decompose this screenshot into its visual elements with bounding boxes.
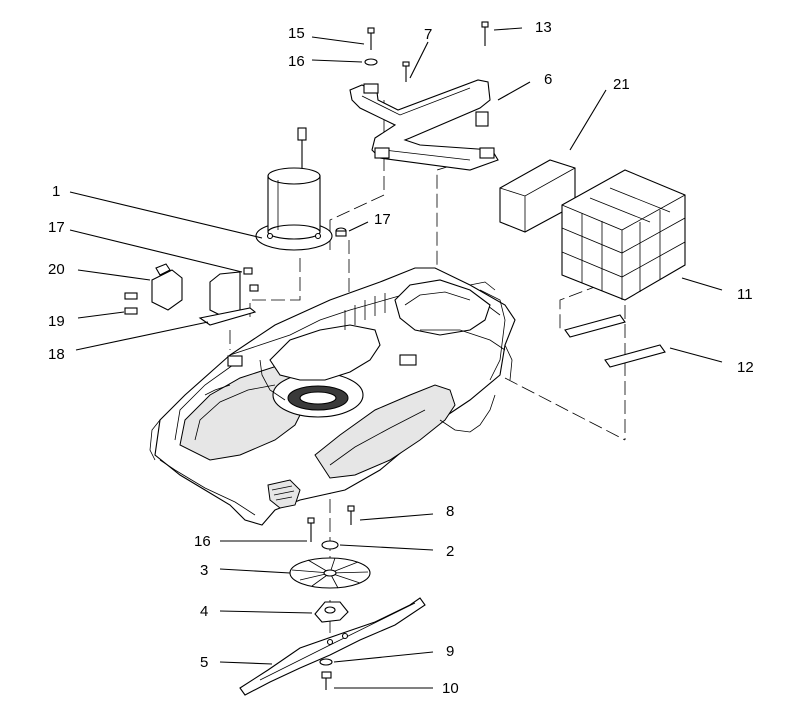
callout-18: 18 (48, 346, 65, 363)
callout-12: 12 (737, 359, 754, 376)
callout-7: 7 (424, 26, 432, 43)
callout-9: 9 (446, 643, 454, 660)
callout-4: 4 (200, 603, 208, 620)
mounting-bracket (349, 79, 499, 171)
callout-21: 21 (613, 76, 630, 93)
callout-10: 10 (442, 680, 459, 697)
callout-3: 3 (200, 562, 208, 579)
callout-16: 16 (194, 533, 211, 550)
callout-19: 19 (48, 313, 65, 330)
callout-13: 13 (535, 19, 552, 36)
blade-assembly (239, 505, 426, 696)
callout-17-left: 17 (48, 219, 65, 236)
callout-15: 16 (288, 53, 305, 70)
callout-14: 15 (288, 25, 305, 42)
leader-lines (69, 27, 723, 689)
callout-11: 11 (737, 286, 753, 303)
motor-assembly (255, 127, 333, 251)
switch-bracket-assembly (124, 263, 259, 326)
callout-2: 2 (446, 543, 454, 560)
battery-strips (564, 314, 666, 368)
nut (335, 227, 347, 237)
callout-numbers: 15 16 7 13 6 21 1 17 17 20 19 18 11 12 8… (48, 19, 754, 697)
callout-20: 20 (48, 261, 65, 278)
callout-6: 6 (544, 71, 552, 88)
callout-8: 8 (446, 503, 454, 520)
callout-1: 1 (52, 183, 60, 200)
top-fasteners (364, 21, 489, 82)
battery-pack (499, 159, 686, 301)
callout-17-right: 17 (374, 211, 391, 228)
mower-housing (149, 267, 516, 526)
callout-5: 5 (200, 654, 208, 671)
